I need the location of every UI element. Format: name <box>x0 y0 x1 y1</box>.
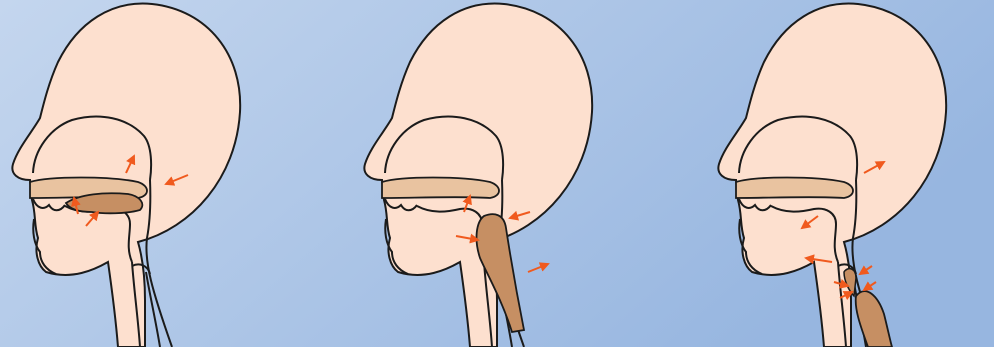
palate-2 <box>382 178 499 199</box>
palate-3 <box>736 178 853 199</box>
